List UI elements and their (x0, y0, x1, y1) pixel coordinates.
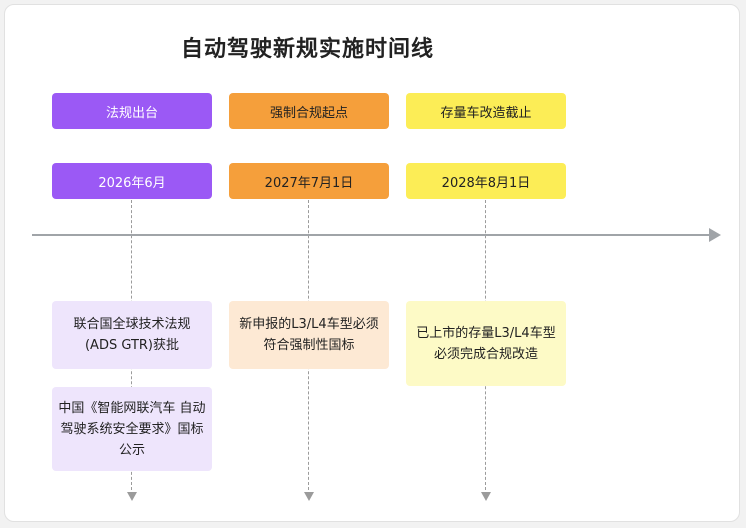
phase-2-event-1: 新申报的L3/L4车型必须符合强制性国标 (229, 301, 389, 369)
timeline-card: 自动驾驶新规实施时间线 法规出台 2026年6月 强制合规起点 2027年7月1… (4, 4, 740, 522)
phase-3-event-1: 已上市的存量L3/L4车型必须完成合规改造 (406, 301, 566, 386)
axis-arrow-icon (709, 228, 721, 242)
phase-3-date-text: 2028年8月1日 (441, 175, 531, 191)
phase-3-event-1-text: 已上市的存量L3/L4车型必须完成合规改造 (416, 325, 556, 362)
phase-1-event-2: 中国《智能网联汽车 自动驾驶系统安全要求》国标公示 (52, 387, 212, 471)
phase-1-event-2-text: 中国《智能网联汽车 自动驾驶系统安全要求》国标公示 (58, 400, 206, 458)
phase-2-label-text: 强制合规起点 (269, 105, 348, 121)
timeline-axis (32, 234, 712, 236)
phase-1-date: 2026年6月 (52, 163, 212, 199)
phase-2-date-text: 2027年7月1日 (264, 175, 354, 191)
phase-1-label-text: 法规出台 (105, 105, 158, 121)
phase-1-down-arrow-icon (127, 492, 137, 501)
phase-2-down-arrow-icon (304, 492, 314, 501)
phase-3-label-text: 存量车改造截止 (440, 105, 532, 121)
phase-1-event-1-text: 联合国全球技术法规(ADS GTR)获批 (73, 317, 191, 353)
page-title: 自动驾驶新规实施时间线 (180, 37, 434, 62)
phase-2-label: 强制合规起点 (229, 93, 389, 129)
phase-2-date: 2027年7月1日 (229, 163, 389, 199)
phase-1-label: 法规出台 (52, 93, 212, 129)
phase-1-event-1: 联合国全球技术法规(ADS GTR)获批 (52, 301, 212, 369)
phase-1-date-text: 2026年6月 (98, 175, 166, 191)
phase-2-event-1-text: 新申报的L3/L4车型必须符合强制性国标 (239, 317, 379, 353)
phase-3-down-arrow-icon (481, 492, 491, 501)
phase-3-label: 存量车改造截止 (406, 93, 566, 129)
phase-3-date: 2028年8月1日 (406, 163, 566, 199)
